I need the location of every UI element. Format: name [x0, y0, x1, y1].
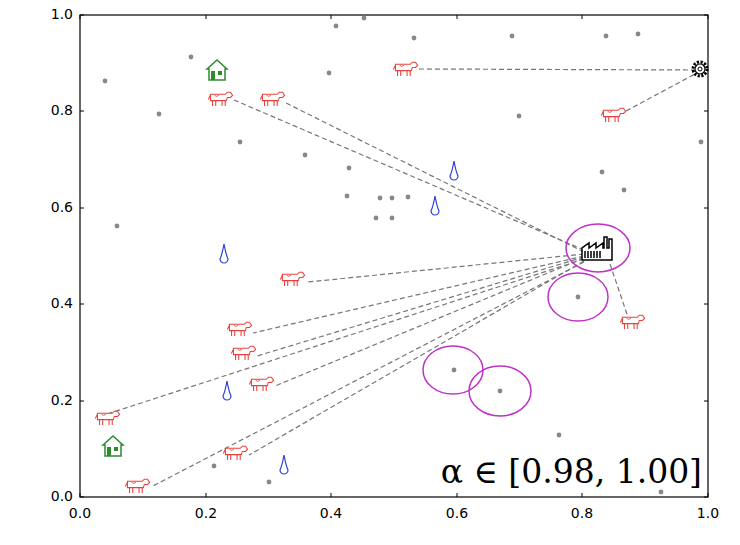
cow-icons [95, 62, 644, 493]
dashed-links [98, 69, 695, 487]
axis-tick-label: 0.8 [51, 103, 73, 118]
coverage-circles [423, 224, 630, 416]
water-drop-icons [220, 161, 458, 474]
gear-icon [693, 62, 707, 76]
plot-frame [80, 15, 708, 497]
axis-tick-label: 0.4 [51, 296, 73, 311]
axis-tick-label: 0.8 [571, 506, 593, 521]
axis-tick-label: 0.4 [320, 506, 342, 521]
house-icons [103, 60, 227, 456]
axis-tick-label: 0.2 [51, 393, 73, 408]
grey-dots [103, 16, 704, 495]
axis-tick-label: 0.6 [51, 200, 73, 215]
axis-tick-label: 1.0 [697, 506, 719, 521]
tick-marks [80, 15, 708, 497]
parameter-label: α ∈ [0.98, 1.00] [441, 454, 702, 490]
axis-tick-label: 1.0 [51, 7, 73, 22]
axis-tick-label: 0.0 [69, 506, 91, 521]
axis-tick-label: 0.2 [195, 506, 217, 521]
axis-tick-label: 0.0 [51, 489, 73, 504]
axis-tick-label: 0.6 [446, 506, 468, 521]
factory-icon [582, 237, 612, 260]
